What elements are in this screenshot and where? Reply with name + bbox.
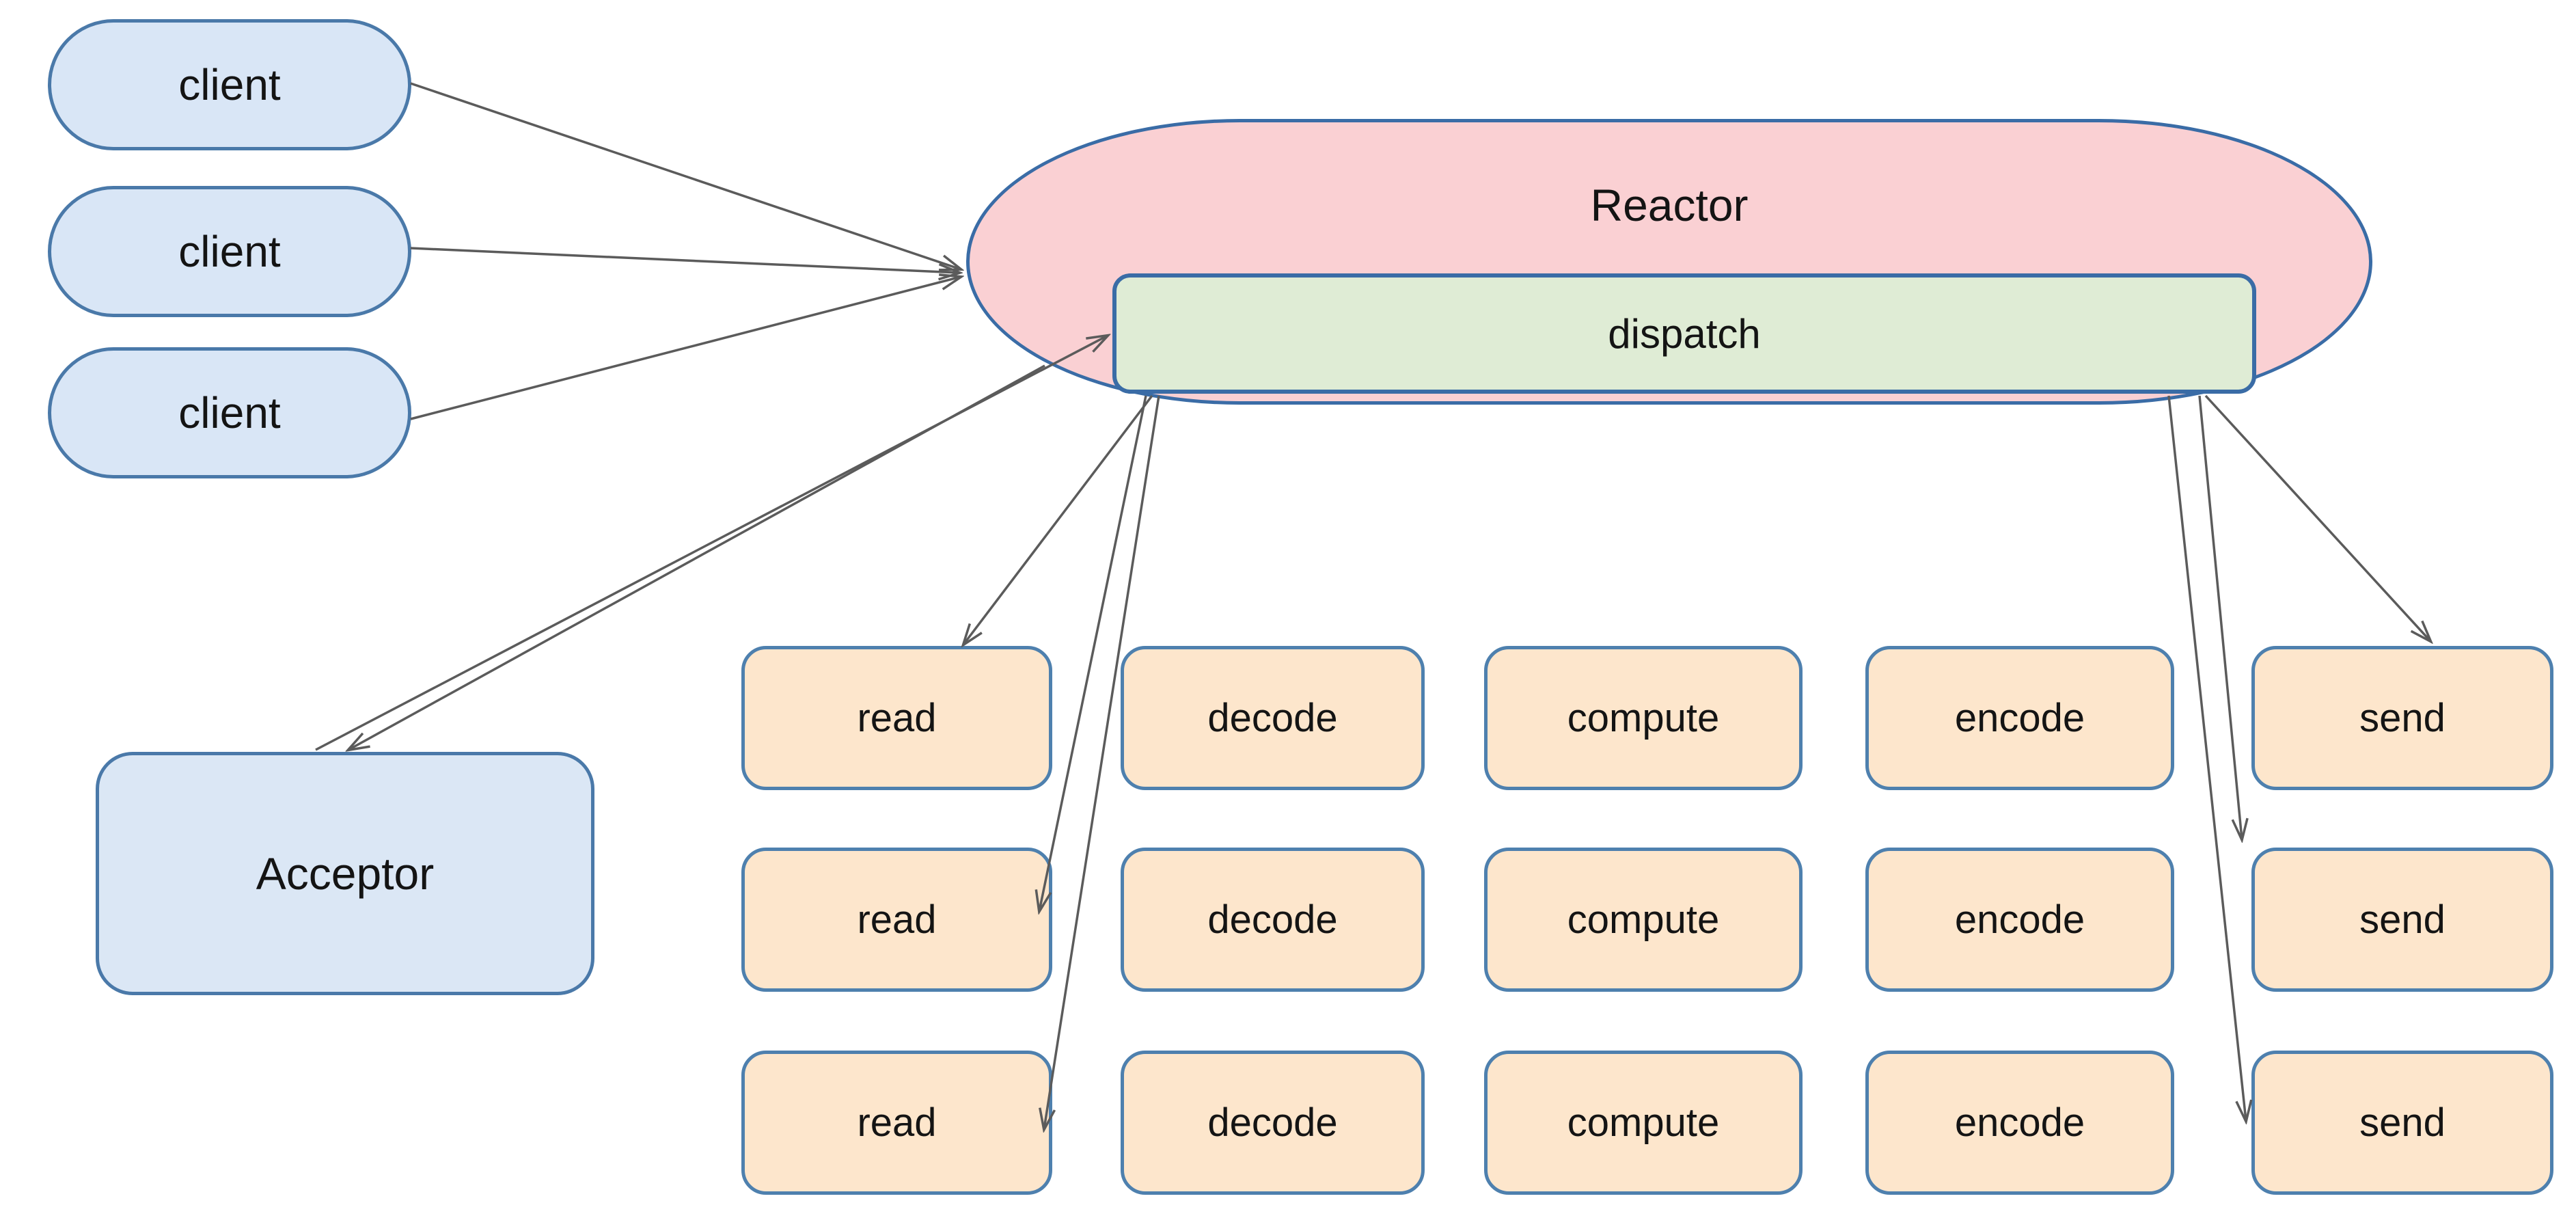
handler-label: encode	[1954, 1100, 2085, 1145]
arrow-client1-to-reactor	[410, 82, 961, 269]
reactor-label: Reactor	[1590, 180, 1749, 230]
handler-label: send	[2359, 696, 2445, 740]
acceptor-label: Acceptor	[256, 848, 435, 899]
handler-compute-row3: compute	[1484, 1051, 1803, 1195]
acceptor-node: Acceptor	[96, 752, 594, 995]
handler-send-row3: send	[2251, 1051, 2553, 1195]
handler-label: decode	[1207, 897, 1338, 942]
dispatch-label: dispatch	[1608, 310, 1761, 357]
handler-encode-row3: encode	[1865, 1051, 2174, 1195]
client-label: client	[178, 60, 281, 109]
handler-decode-row2: decode	[1121, 848, 1425, 992]
handler-read-row3: read	[741, 1051, 1052, 1195]
handler-label: compute	[1567, 1100, 1720, 1145]
handler-read-row2: read	[741, 848, 1052, 992]
handler-label: encode	[1954, 897, 2085, 942]
arrow-dispatch-to-read1	[963, 394, 1153, 645]
dispatch-box: dispatch	[1112, 273, 2256, 394]
handler-send-row1: send	[2251, 646, 2553, 790]
handler-label: decode	[1207, 1100, 1338, 1145]
client-label: client	[178, 227, 281, 276]
handler-read-row1: read	[741, 646, 1052, 790]
handler-label: send	[2359, 897, 2445, 942]
client-label: client	[178, 388, 281, 437]
handler-encode-row2: encode	[1865, 848, 2174, 992]
handler-decode-row3: decode	[1121, 1051, 1425, 1195]
arrow-dispatch-to-send1	[2204, 394, 2430, 641]
handler-label: read	[857, 1100, 937, 1145]
handler-label: decode	[1207, 696, 1338, 740]
handler-label: send	[2359, 1100, 2445, 1145]
handler-decode-row1: decode	[1121, 646, 1425, 790]
arrow-client2-to-reactor	[410, 247, 959, 273]
client-node-2: client	[48, 186, 411, 317]
arrow-client3-to-reactor	[410, 277, 961, 420]
handler-send-row2: send	[2251, 848, 2553, 992]
handler-label: compute	[1567, 696, 1720, 740]
handler-compute-row1: compute	[1484, 646, 1803, 790]
client-node-3: client	[48, 347, 411, 478]
arrow-dispatch-to-send2	[2198, 395, 2242, 839]
handler-label: compute	[1567, 897, 1720, 942]
arrow-dispatch-to-send3	[2167, 395, 2246, 1121]
handler-label: encode	[1954, 696, 2085, 740]
handler-label: read	[857, 696, 937, 740]
handler-compute-row2: compute	[1484, 848, 1803, 992]
handler-encode-row1: encode	[1865, 646, 2174, 790]
handler-label: read	[857, 897, 937, 942]
client-node-1: client	[48, 19, 411, 150]
